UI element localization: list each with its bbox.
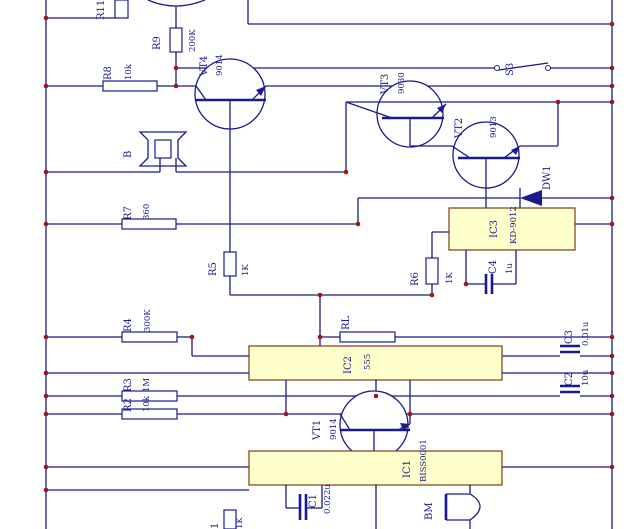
label-c4-value: 1u — [505, 263, 515, 274]
label-c3: C3 — [564, 330, 575, 344]
speaker-b — [46, 131, 346, 173]
label-r2: R2 — [123, 398, 134, 412]
transistor-vt2 — [451, 102, 559, 208]
label-vt1-value: 9014 — [329, 418, 339, 440]
label-r8: R8 — [103, 66, 114, 80]
resistor-r5 — [223, 251, 237, 277]
label-r5-value: 1K — [241, 264, 251, 276]
label-s3: S3 — [505, 63, 516, 76]
switch-s3 — [498, 62, 549, 71]
label-r1: 1 — [210, 523, 221, 529]
microphone-bm — [446, 493, 481, 521]
label-ic1-value: BISS0001 — [419, 439, 429, 482]
label-ic3: IC3 — [489, 220, 500, 238]
label-b: B — [123, 151, 134, 158]
label-c2: C2 — [564, 372, 575, 386]
label-vt1: VT1 — [312, 420, 323, 441]
label-r6: R6 — [410, 272, 421, 286]
r7-row — [46, 197, 612, 230]
label-r11: R11 — [96, 0, 107, 20]
r6-c4-group — [425, 231, 517, 295]
r4-rl-row — [46, 295, 612, 357]
label-vt3-value: 9030 — [397, 72, 407, 94]
ic1-group — [46, 466, 612, 491]
resistor-r9 — [169, 27, 183, 53]
transistor-vt4 — [194, 58, 612, 252]
label-r2-value: 10k — [142, 395, 152, 412]
label-r5: R5 — [208, 262, 219, 276]
label-vt4: VT4 — [199, 56, 210, 77]
zener-dw1 — [486, 188, 612, 208]
ic1-chip — [248, 450, 503, 486]
label-r4: R4 — [123, 318, 134, 332]
label-r7: R7 — [123, 206, 134, 220]
label-r9-value: 200K — [188, 29, 198, 52]
ic2-pins — [46, 372, 612, 424]
label-c4: C4 — [488, 260, 499, 274]
label-r8-value: 10k — [124, 63, 134, 80]
label-dw1: DW1 — [542, 165, 553, 190]
transistor-vt3 — [345, 80, 612, 172]
label-vt2-value: 9013 — [489, 116, 499, 138]
label-r7-value: 360 — [142, 204, 152, 220]
label-c1-value: 0.022u — [323, 484, 333, 514]
label-r4-value: 300K — [143, 309, 153, 332]
label-ic1: IC1 — [402, 460, 413, 478]
label-rl: RL — [341, 315, 352, 330]
label-vt4-value: 9014 — [215, 54, 225, 76]
resistor-r6 — [425, 257, 439, 285]
resistor-r4 — [121, 331, 178, 343]
label-ic2: IC2 — [343, 356, 354, 374]
label-r6-value: 1K — [445, 272, 455, 284]
resistor-r5-group — [223, 251, 432, 296]
label-vt3: VT3 — [380, 74, 391, 95]
resistor-r11 — [114, 0, 129, 19]
label-r3: R3 — [123, 378, 134, 392]
ic2-chip — [248, 345, 503, 381]
label-bm: BM — [424, 502, 435, 520]
label-ic2-value: 555 — [363, 354, 373, 370]
label-ic3-value: KD-9012 — [509, 206, 519, 244]
label-c2-value: 10u — [581, 369, 591, 386]
resistor-rl — [339, 331, 396, 343]
resistor-r8 — [102, 80, 158, 92]
component-labels: R11 R9 200K R8 10k VT4 9014 S3 VT3 9030 … — [96, 0, 591, 529]
junction-dots — [43, 15, 615, 493]
label-c3-value: 0.01u — [581, 321, 591, 346]
label-r3-value: 1M — [142, 378, 152, 392]
transistor-vt1 — [339, 390, 411, 460]
label-r9: R9 — [152, 36, 163, 50]
ic3-chip — [448, 207, 576, 251]
bottom-section — [223, 485, 481, 529]
label-r1-value: 1K — [235, 517, 245, 529]
label-c1: C1 — [308, 494, 319, 508]
label-vt2: VT2 — [454, 118, 465, 139]
